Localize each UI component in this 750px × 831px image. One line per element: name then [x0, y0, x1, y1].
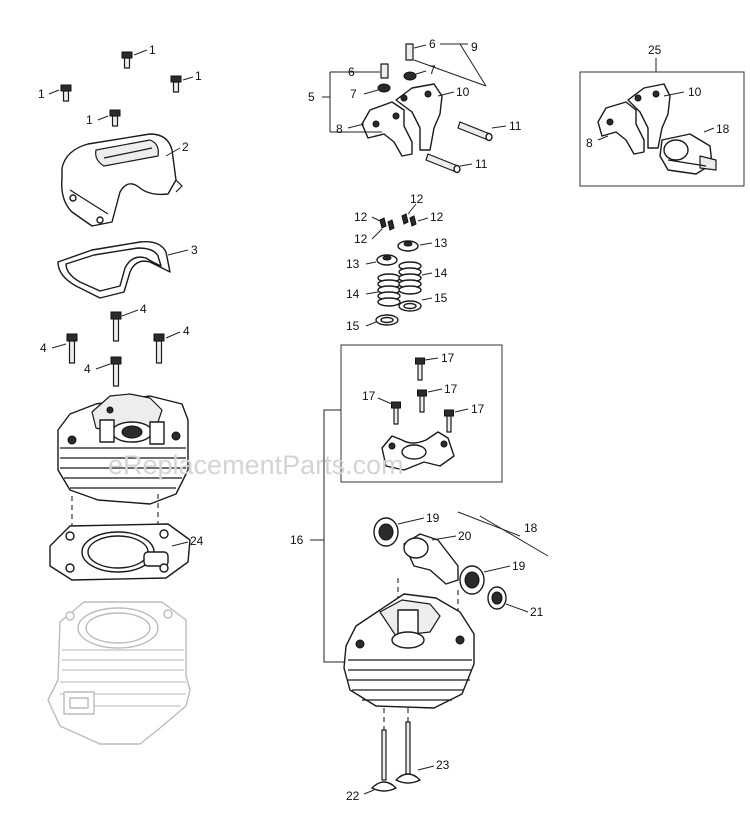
callout-7: 7 — [429, 63, 436, 77]
callout-1: 1 — [195, 69, 202, 83]
rocker-cover-bolts — [60, 51, 182, 127]
callout-4: 4 — [84, 362, 91, 376]
callout-1: 1 — [149, 43, 156, 57]
callout-19: 19 — [426, 511, 440, 525]
callout-18: 18 — [524, 521, 538, 535]
callout-4: 4 — [40, 341, 47, 355]
callout-18: 18 — [716, 122, 730, 136]
cam-holder-box — [340, 344, 503, 483]
callout-17: 17 — [444, 382, 458, 396]
cylinder-head-bolts — [66, 311, 165, 387]
callout-15: 15 — [434, 291, 448, 305]
camshaft-assembly — [373, 517, 507, 618]
valve-springs-assembly — [375, 213, 422, 326]
callout-1: 1 — [86, 113, 93, 127]
callout-2: 2 — [182, 140, 189, 154]
callout-14: 14 — [346, 287, 360, 301]
watermark: eReplacementParts.com — [108, 450, 404, 480]
callout-12: 12 — [430, 210, 444, 224]
callout-8: 8 — [586, 136, 593, 150]
rocker-kit — [597, 83, 717, 175]
rocker-kit-box — [579, 71, 745, 187]
callout-10: 10 — [456, 85, 470, 99]
callout-12: 12 — [410, 192, 424, 206]
callout-17: 17 — [441, 351, 455, 365]
callout-11: 11 — [475, 157, 488, 171]
callout-17: 17 — [471, 402, 485, 416]
callout-24: 24 — [190, 534, 204, 548]
callout-10: 10 — [688, 85, 702, 99]
callout-7: 7 — [350, 87, 357, 101]
callout-13: 13 — [346, 257, 360, 271]
callout-6: 6 — [429, 37, 436, 51]
rocker-cover-gasket — [57, 241, 171, 299]
head-gasket — [49, 523, 191, 581]
callout-15: 15 — [346, 319, 360, 333]
cylinder-head-bare — [343, 593, 475, 730]
callout-8: 8 — [336, 122, 343, 136]
callout-13: 13 — [434, 236, 448, 250]
valves — [371, 721, 421, 792]
rocker-cover — [61, 133, 183, 227]
callout-20: 20 — [458, 529, 472, 543]
leader-lines — [48, 43, 715, 795]
callout-19: 19 — [512, 559, 526, 573]
callout-9: 9 — [471, 40, 478, 54]
callout-25: 25 — [648, 43, 662, 57]
callout-21: 21 — [530, 605, 544, 619]
callout-4: 4 — [140, 302, 147, 316]
callout-12: 12 — [354, 232, 368, 246]
callout-17: 17 — [362, 389, 376, 403]
callout-14: 14 — [434, 266, 448, 280]
callout-5: 5 — [308, 90, 315, 104]
rocker-arm-assembly — [361, 43, 493, 174]
cam-holder — [381, 357, 455, 471]
callout-16: 16 — [290, 533, 304, 547]
callout-4: 4 — [183, 324, 190, 338]
callout-12: 12 — [354, 210, 368, 224]
head-bracket-16 — [310, 409, 348, 663]
callout-23: 23 — [436, 758, 450, 772]
callout-11: 11 — [509, 119, 522, 133]
callout-1: 1 — [38, 87, 45, 101]
callout-22: 22 — [346, 789, 360, 803]
callout-6: 6 — [348, 65, 355, 79]
callout-labels: 1 1 1 1 2 3 4 4 4 4 24 5 6 7 8 6 7 9 10 … — [38, 37, 730, 803]
cylinder-head-assembly — [57, 393, 189, 505]
cylinder-block-reference — [47, 601, 191, 745]
callout-3: 3 — [191, 243, 198, 257]
